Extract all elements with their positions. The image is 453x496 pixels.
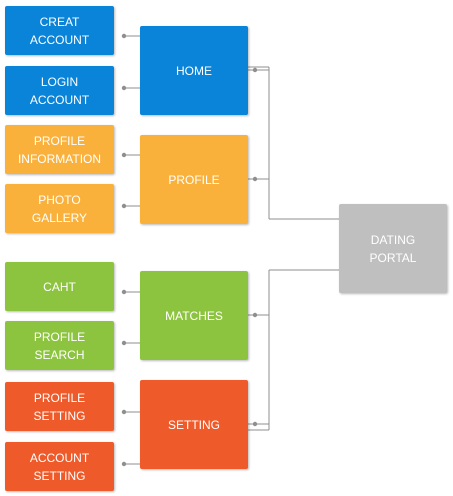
connector-dot xyxy=(121,85,127,91)
node-label: PROFILE xyxy=(168,172,220,187)
node-label: PROFILE SETTING xyxy=(33,390,86,423)
node-profile: PROFILE xyxy=(140,135,248,224)
node-label: PHOTO GALLERY xyxy=(31,192,88,225)
node-profile-search: PROFILE SEARCH xyxy=(5,321,114,370)
node-label: DATING PORTAL xyxy=(369,232,417,265)
connector-dot xyxy=(252,67,258,73)
node-creat-account: CREAT ACCOUNT xyxy=(5,6,114,55)
node-profile-information: PROFILE INFORMATION xyxy=(5,125,114,174)
node-caht: CAHT xyxy=(5,262,114,311)
node-label: HOME xyxy=(176,63,212,78)
node-label: CREAT ACCOUNT xyxy=(29,14,90,47)
connector-dot xyxy=(121,461,127,467)
connector-dot xyxy=(121,33,127,39)
node-photo-gallery: PHOTO GALLERY xyxy=(5,184,114,233)
connector-dot xyxy=(252,176,258,182)
node-label: PROFILE INFORMATION xyxy=(17,133,102,166)
connector-dot xyxy=(121,289,127,295)
node-setting: SETTING xyxy=(140,380,248,469)
connector-dot xyxy=(121,409,127,415)
node-matches: MATCHES xyxy=(140,271,248,360)
node-home: HOME xyxy=(140,26,248,115)
connector-dot xyxy=(121,152,127,158)
node-label: ACCOUNT SETTING xyxy=(29,450,90,483)
node-label: LOGIN ACCOUNT xyxy=(29,74,90,107)
connector-dot xyxy=(252,421,258,427)
node-login-account: LOGIN ACCOUNT xyxy=(5,66,114,115)
node-label: MATCHES xyxy=(165,308,223,323)
node-account-setting: ACCOUNT SETTING xyxy=(5,442,114,491)
connector-dot xyxy=(121,203,127,209)
node-label: CAHT xyxy=(43,279,76,294)
node-label: SETTING xyxy=(167,417,220,432)
connector-dot xyxy=(121,340,127,346)
node-label: PROFILE SEARCH xyxy=(33,329,86,362)
node-dating-portal: DATING PORTAL xyxy=(339,204,447,293)
node-profile-setting: PROFILE SETTING xyxy=(5,382,114,431)
connector-dot xyxy=(252,312,258,318)
